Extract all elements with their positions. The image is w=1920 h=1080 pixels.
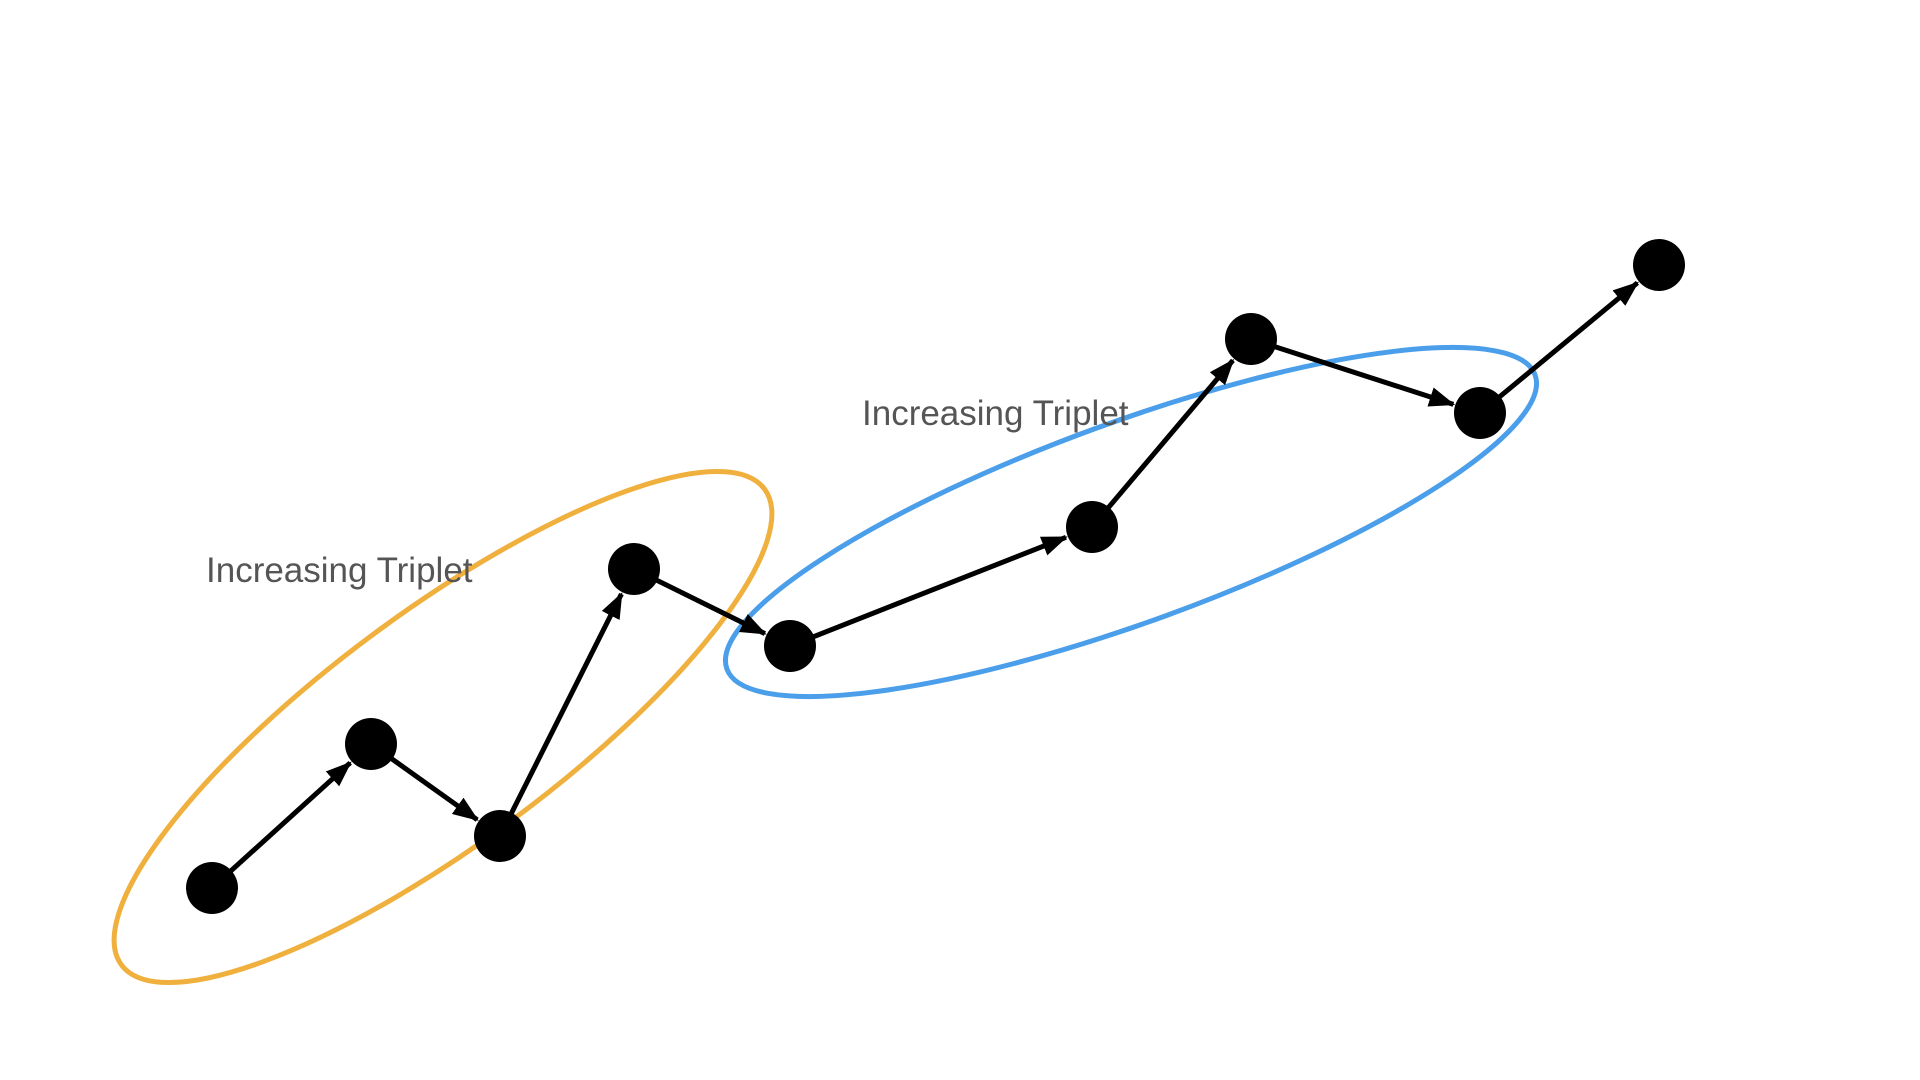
edge-arrow-n8-n9 (1478, 280, 1640, 415)
node-n7 (1225, 313, 1277, 365)
edge-arrow-n1-n2 (210, 760, 352, 890)
group-ellipses (111, 344, 1540, 986)
group-label-orange: Increasing Triplet (206, 551, 473, 590)
edge-arrow-n6-n7 (1090, 358, 1235, 529)
node-n1 (186, 862, 238, 914)
group-ellipse-blue (722, 344, 1540, 700)
nodes (186, 239, 1685, 914)
group-ellipse-orange (111, 468, 775, 986)
node-n5 (764, 620, 816, 672)
node-n8 (1454, 387, 1506, 439)
node-n4 (608, 543, 660, 595)
node-n9 (1633, 239, 1685, 291)
node-n3 (474, 810, 526, 862)
group-label-blue: Increasing Triplet (862, 394, 1129, 433)
node-n6 (1066, 501, 1118, 553)
edge-arrow-n3-n4 (497, 592, 624, 838)
edge-arrow-n7-n8 (1250, 336, 1456, 407)
edge-arrow-n5-n6 (789, 534, 1068, 649)
node-n2 (345, 718, 397, 770)
